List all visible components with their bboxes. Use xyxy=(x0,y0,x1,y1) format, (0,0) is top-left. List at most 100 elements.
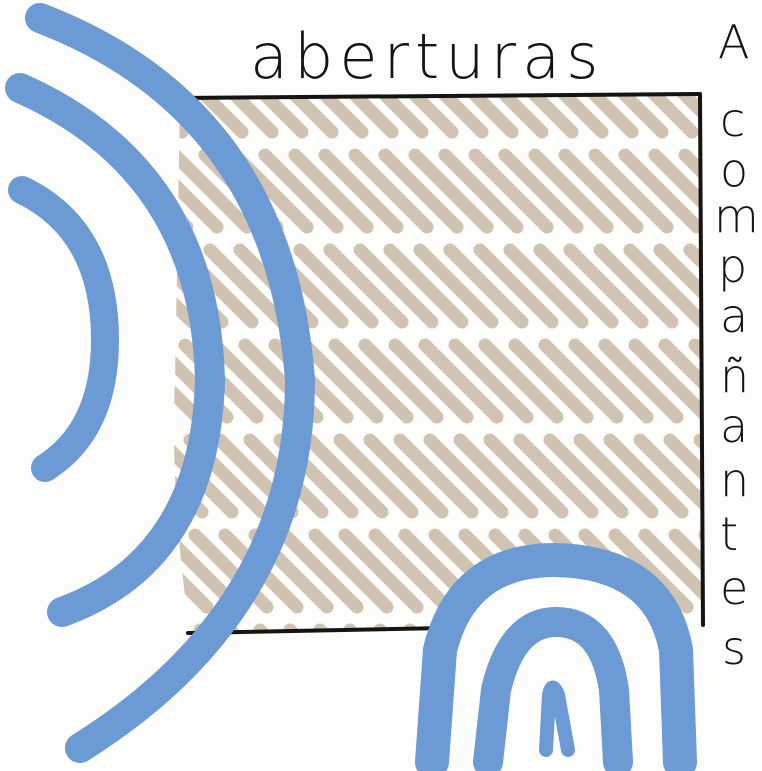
hatch-stroke xyxy=(448,338,534,424)
hatch-stroke xyxy=(755,345,762,417)
hatch-stroke xyxy=(508,338,594,424)
hatch-stroke xyxy=(0,250,72,322)
hatch-stroke xyxy=(0,60,2,132)
hatch-stroke xyxy=(568,338,654,424)
hatch-stroke xyxy=(308,528,394,614)
hatch-stroke xyxy=(0,630,2,702)
side-letter: a xyxy=(720,399,748,453)
hatch-stroke xyxy=(573,433,659,519)
hatch-stroke xyxy=(325,725,397,771)
hatch-stroke xyxy=(443,243,529,329)
hatch-stroke xyxy=(343,623,429,632)
hatch-stroke xyxy=(323,243,409,329)
hatch-stroke xyxy=(745,725,762,771)
side-letter: e xyxy=(720,561,748,615)
hatch-stroke xyxy=(363,433,449,519)
bottom-arches xyxy=(415,542,697,771)
hatch-stroke xyxy=(638,528,702,614)
hatch-stroke xyxy=(378,148,464,234)
hatch-stroke xyxy=(628,338,702,424)
hatch-stroke xyxy=(145,725,217,771)
hatch-stroke xyxy=(558,148,644,234)
hatch-stroke xyxy=(678,148,702,234)
hatch-stroke xyxy=(473,243,559,329)
top-line xyxy=(176,92,700,100)
hatch-stroke xyxy=(235,725,307,771)
hatch-stroke xyxy=(513,433,599,519)
hatch-stroke xyxy=(598,338,684,424)
hatch-stroke xyxy=(303,433,389,519)
hatch-stroke xyxy=(468,148,554,234)
hatch-stroke xyxy=(633,433,702,519)
hatch-stroke xyxy=(0,155,7,227)
hatch-stroke xyxy=(295,725,367,771)
outer-arc xyxy=(25,3,316,763)
side-letter: a xyxy=(720,289,748,343)
hatch-stroke xyxy=(174,148,254,234)
hatch-stroke xyxy=(0,250,42,322)
hatch-stroke xyxy=(0,345,47,417)
hatch-stroke xyxy=(483,433,569,519)
side-letter: p xyxy=(718,239,747,293)
inner-arch xyxy=(539,680,575,757)
hatch-stroke xyxy=(175,725,247,771)
hatch-stroke xyxy=(338,528,424,614)
hatch-stroke xyxy=(208,338,294,424)
side-letter: t xyxy=(720,507,738,561)
hatch-stroke xyxy=(293,243,379,329)
left-arcs xyxy=(5,3,316,763)
side-letter: n xyxy=(720,453,749,507)
hatch-stroke xyxy=(528,148,614,234)
right-line xyxy=(698,92,705,627)
hatch-stroke xyxy=(0,725,37,771)
hatch-stroke xyxy=(174,338,204,424)
hatch-stroke xyxy=(0,440,22,512)
hatch-stroke xyxy=(174,528,214,614)
hatch-stroke xyxy=(265,725,337,771)
hatch-stroke xyxy=(413,243,499,329)
hatch-stroke xyxy=(503,243,589,329)
side-letter: s xyxy=(722,621,746,675)
hatch-stroke xyxy=(423,433,509,519)
outer-arch xyxy=(415,542,697,771)
hatch-stroke xyxy=(223,623,309,632)
hatch-stroke xyxy=(258,148,344,234)
hatch-stroke xyxy=(653,243,702,329)
hatch-stroke xyxy=(298,338,384,424)
hatch-stroke xyxy=(498,148,584,234)
hatch-stroke xyxy=(174,433,179,519)
hatch-stroke xyxy=(393,433,479,519)
hatch-stroke xyxy=(0,630,62,702)
hatch-stroke xyxy=(663,433,702,519)
hatch-stroke xyxy=(648,148,702,234)
hatch-stroke xyxy=(333,433,419,519)
hatch-stroke xyxy=(0,630,32,702)
hatch-stroke xyxy=(0,535,57,607)
hatch-stroke xyxy=(20,630,92,702)
hatch-stroke xyxy=(5,345,77,417)
side-letter: c xyxy=(720,93,745,147)
hatch-stroke xyxy=(588,148,674,234)
hatch-stroke xyxy=(318,148,404,234)
hatch-stroke xyxy=(608,528,694,614)
hatch-stroke xyxy=(623,243,702,329)
side-letter: A xyxy=(718,15,749,69)
top-label: aberturas xyxy=(250,20,604,93)
hatch-stroke xyxy=(174,148,224,234)
hatch-stroke xyxy=(383,243,469,329)
hatch-stroke xyxy=(358,338,444,424)
hatch-stroke xyxy=(313,623,399,632)
hatch-stroke xyxy=(0,250,12,322)
hatch-stroke xyxy=(438,148,524,234)
hatch-stroke xyxy=(368,528,454,614)
hatch-stroke xyxy=(205,725,277,771)
hatch-stroke xyxy=(353,243,439,329)
side-label: A c o m p a ñ a n t e s xyxy=(714,15,759,675)
hatch-stroke xyxy=(0,725,67,771)
hatch-stroke xyxy=(328,338,414,424)
hatch-stroke xyxy=(533,243,619,329)
hatch-stroke xyxy=(593,243,679,329)
hatch-stroke xyxy=(203,243,289,329)
